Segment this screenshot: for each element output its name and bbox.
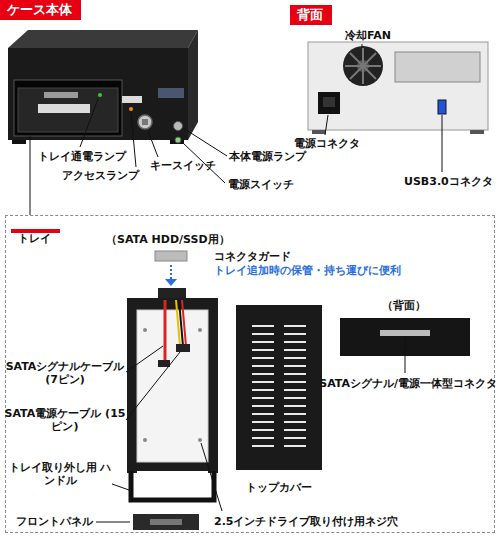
part-label: トレイ通電ランプ (38, 150, 126, 163)
part-label: 電源スイッチ (228, 178, 294, 191)
node-text: ケース本体 (7, 2, 74, 18)
node-text: 背面 (297, 7, 325, 23)
part-label: 2.5インチドライブ取り付け用ネジ穴 (214, 515, 399, 528)
leader-lines (325, 44, 442, 172)
node-text: （SATA HDD/SSD用） (106, 232, 230, 247)
part-label: キースイッチ (150, 159, 216, 172)
leader-lines (96, 338, 405, 522)
part-label: トップカバー (246, 481, 312, 494)
node-text: トレイ (18, 231, 51, 247)
part-label: 電源コネクタ (294, 137, 360, 150)
rear-photo (308, 42, 488, 134)
top-cover (236, 305, 322, 470)
part-label: USB3.0コネクタ (404, 175, 493, 188)
tray-illustration (127, 288, 218, 500)
case-photo (8, 30, 198, 144)
part-label: SATA電源ケーブル (15ピン) (4, 407, 126, 433)
part-label: 本体電源ランプ (229, 150, 306, 163)
section-heading: トレイ (11, 229, 60, 233)
part-label: SATAシグナル/電源一体型コネクタ (319, 377, 497, 390)
connector-guard (155, 251, 187, 286)
part-label: SATAシグナルケーブル (7ピン) (4, 360, 126, 386)
part-label: 冷却FAN (345, 29, 391, 42)
part-label: フロントパネル (16, 515, 93, 528)
leader-lines (30, 99, 227, 215)
part-label: （背面） (382, 299, 426, 312)
part-label: コネクタガード (214, 250, 291, 263)
section-heading: ケース本体 (0, 0, 81, 20)
part-label: アクセスランプ (62, 169, 139, 182)
section-heading: 背面 (290, 5, 332, 25)
part-label: トレイ追加時の保管・持ち運びに便利 (214, 264, 401, 277)
front-panel (133, 514, 199, 530)
part-label: トレイ取り外し用 ハンドル (4, 461, 116, 487)
